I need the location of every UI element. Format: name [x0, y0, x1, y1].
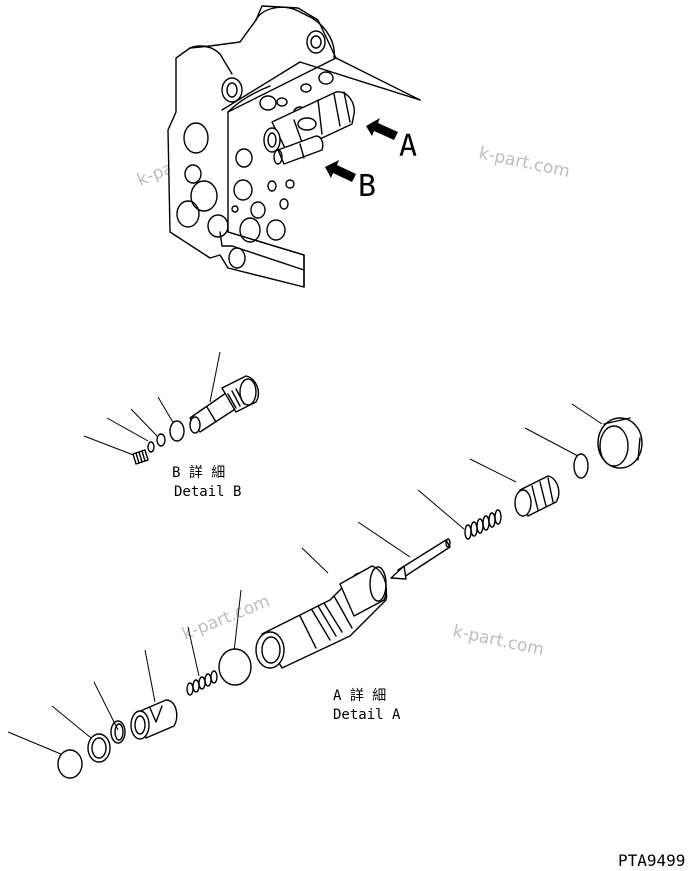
spring-a-large [464, 509, 502, 540]
detail-b-title-jp: B 詳 細 [172, 465, 225, 481]
detail-a-assembly [7, 403, 643, 779]
valve-body [167, 5, 421, 288]
detail-a-title-jp: A 詳 細 [333, 688, 386, 704]
detail-a-title-en: Detail A [333, 707, 401, 723]
watermark-3: k-part.com [179, 591, 272, 644]
detail-b-assembly [83, 351, 260, 465]
arrow-b-icon [325, 160, 356, 182]
arrow-a-label: A [399, 129, 417, 164]
arrow-a-icon [366, 118, 398, 140]
spring-a-small [186, 670, 218, 696]
arrow-b-label: B [358, 169, 376, 204]
drawing-code: PTA9499 [618, 851, 685, 870]
detail-b-title-en: Detail B [174, 484, 241, 500]
watermark-4: k-part.com [451, 621, 546, 660]
watermark-2: k-part.com [477, 143, 572, 182]
